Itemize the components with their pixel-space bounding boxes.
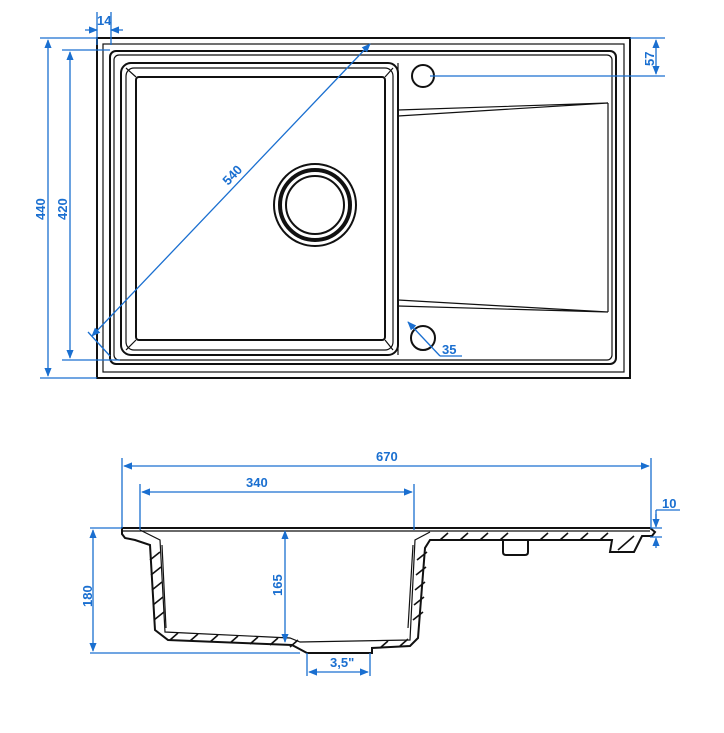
section-hatching xyxy=(149,532,635,649)
dim-bowl-depth: 420 xyxy=(55,198,70,220)
top-view xyxy=(96,37,631,379)
mount-bracket xyxy=(502,540,529,556)
dim-hole-diameter: 35 xyxy=(442,342,456,357)
dim-diagonal: 540 xyxy=(219,162,245,188)
dim-overall-depth: 440 xyxy=(33,198,48,220)
sink-profile xyxy=(121,527,657,654)
side-dimensions: 670 340 10 180 165 3,5" xyxy=(80,449,680,676)
dim-bowl-height: 165 xyxy=(270,574,285,596)
drainboard xyxy=(397,102,609,313)
dim-drain-size: 3,5" xyxy=(330,655,354,670)
dim-rim-width: 14 xyxy=(97,13,112,28)
dim-bowl-width: 340 xyxy=(246,475,268,490)
overflow-hole xyxy=(410,325,436,351)
dim-overall-width: 670 xyxy=(376,449,398,464)
sink-outer-outline xyxy=(96,37,631,379)
dim-rim-thickness: 10 xyxy=(662,496,676,511)
drain-icon xyxy=(273,163,357,247)
dim-total-height: 180 xyxy=(80,585,95,607)
dim-tap-hole-offset: 57 xyxy=(642,52,657,66)
side-view xyxy=(121,527,657,654)
